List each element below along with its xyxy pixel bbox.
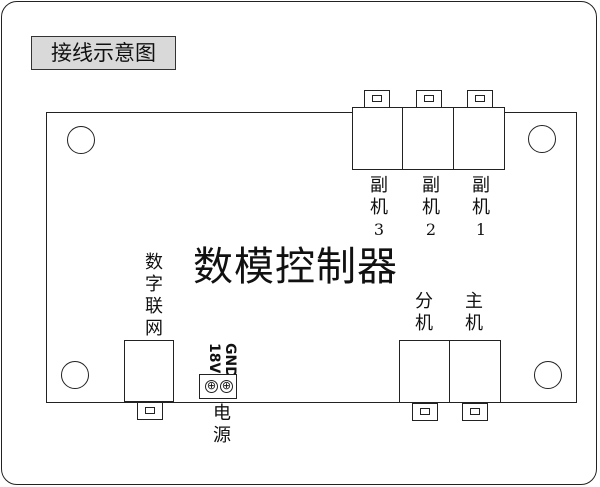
aux2-connector xyxy=(402,107,454,170)
aux3-connector xyxy=(352,107,404,170)
aux1-connector xyxy=(453,107,505,170)
power-pin-labels: GND 18V xyxy=(199,343,239,378)
sub-unit-connector xyxy=(399,340,451,403)
aux1-connector-tab xyxy=(467,90,493,108)
controller-board xyxy=(46,112,577,403)
v18-pin-label: 18V xyxy=(206,343,222,374)
mount-hole-bottom-right xyxy=(534,361,562,389)
terminal-screw-icon: ⊕ xyxy=(220,379,233,393)
diagram-title: 接线示意图 xyxy=(31,36,176,70)
terminal-screw-icon: ⊕ xyxy=(205,379,218,393)
main-unit-connector-tab xyxy=(462,403,488,421)
mount-hole-top-right xyxy=(528,125,556,153)
mount-hole-bottom-left xyxy=(61,361,89,389)
power-terminal: ⊕ ⊕ xyxy=(199,374,237,399)
digital-network-connector xyxy=(124,340,174,402)
main-unit-connector xyxy=(449,340,501,403)
aux3-connector-tab xyxy=(364,90,390,108)
sub-unit-connector-tab xyxy=(412,403,438,421)
gnd-pin-label: GND xyxy=(222,343,238,378)
mount-hole-top-left xyxy=(67,126,95,154)
aux2-connector-tab xyxy=(416,90,442,108)
digital-network-connector-tab xyxy=(137,402,163,420)
board-name: 数模控制器 xyxy=(193,244,398,290)
